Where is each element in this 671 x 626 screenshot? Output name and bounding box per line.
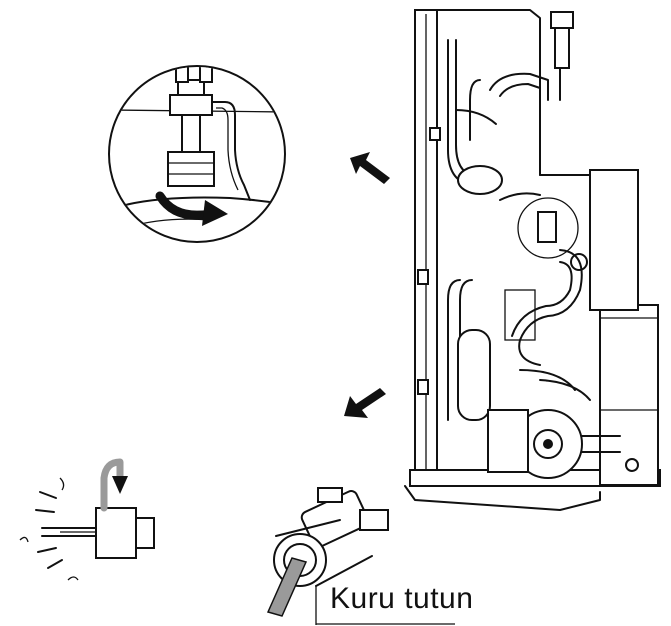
caption-label: Kuru tutun — [330, 582, 474, 615]
drain-valve-icon — [19, 458, 155, 581]
arrow-up-left-icon — [350, 152, 390, 184]
arrow-down-left-icon — [344, 388, 386, 418]
indoor-unit-cutaway — [404, 9, 661, 511]
valve-closeup-icon — [108, 65, 286, 243]
hold-dry-valve-icon — [266, 487, 455, 625]
